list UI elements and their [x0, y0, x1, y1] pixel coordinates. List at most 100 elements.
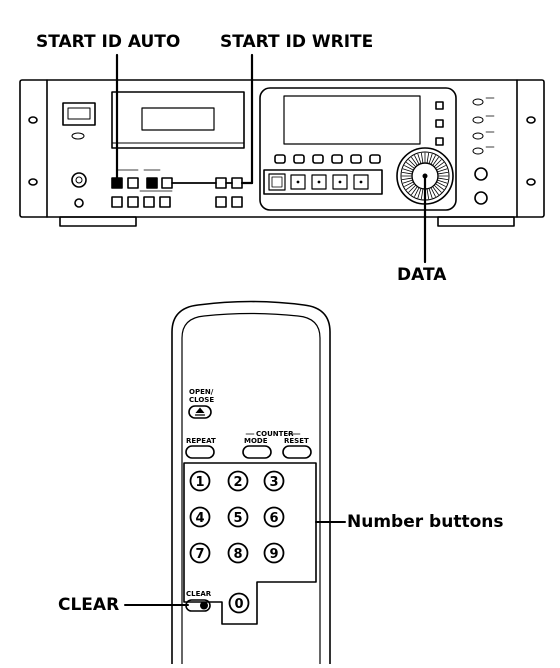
function-button[interactable]	[274, 154, 286, 164]
number-button-9[interactable]: 9	[263, 542, 285, 564]
dial-tick	[437, 181, 446, 187]
dial-tick	[405, 162, 415, 169]
dial-tick	[401, 171, 412, 175]
number-button-6[interactable]: 6	[263, 506, 285, 528]
dial-tick	[432, 156, 439, 166]
side-button[interactable]	[472, 98, 484, 106]
function-button[interactable]	[312, 154, 324, 164]
dial-tick	[408, 185, 416, 193]
start-id-auto-button[interactable]	[111, 177, 123, 189]
dial-tick	[402, 168, 413, 173]
function-button[interactable]	[331, 154, 343, 164]
side-button-column	[472, 97, 495, 205]
transport-button[interactable]	[268, 173, 286, 191]
rack-hole	[28, 116, 38, 124]
clear-button-mark	[200, 601, 208, 610]
dial-tick	[435, 162, 445, 169]
side-knob[interactable]	[474, 167, 488, 181]
transport-button[interactable]	[290, 174, 306, 190]
dial-tick	[411, 186, 418, 196]
deck-button[interactable]	[231, 177, 243, 189]
clear-button-label: CLEAR	[186, 590, 212, 598]
dial-tick	[438, 171, 449, 175]
side-button[interactable]	[472, 147, 484, 155]
indicator-button[interactable]	[435, 101, 444, 110]
dial-tick	[432, 186, 439, 196]
indicator-button[interactable]	[435, 137, 444, 146]
dial-tick	[401, 177, 412, 181]
number-button-7-label: 7	[195, 547, 204, 562]
deck-button[interactable]	[231, 196, 243, 208]
number-button-4[interactable]: 4	[189, 506, 211, 528]
dial-tick	[426, 189, 430, 200]
power-switch-face	[67, 107, 91, 120]
dial-tick	[404, 181, 413, 187]
transport-button[interactable]	[332, 174, 348, 190]
function-button[interactable]	[293, 154, 305, 164]
dial-tick	[430, 155, 436, 164]
start-id-auto-label: START ID AUTO	[36, 32, 181, 52]
number-button-5[interactable]: 5	[227, 506, 249, 528]
number-buttons-group	[183, 462, 317, 625]
number-button-8-label: 8	[233, 547, 242, 562]
dial-tick	[414, 155, 420, 164]
number-button-0[interactable]: 0	[228, 592, 250, 614]
number-button-1[interactable]: 1	[189, 470, 211, 492]
open-close-label-line1: OPEN/	[189, 388, 214, 396]
dial-tick	[428, 153, 433, 164]
deck-button[interactable]	[159, 196, 171, 208]
number-button-2[interactable]: 2	[227, 470, 249, 492]
phones-level-knob[interactable]	[74, 198, 84, 208]
deck-button[interactable]	[215, 177, 227, 189]
cassette-compartment[interactable]	[111, 91, 245, 149]
repeat-label: REPEAT	[186, 437, 216, 445]
cassette-window	[141, 107, 215, 131]
remote-body	[171, 300, 331, 665]
transport-panel	[263, 169, 383, 195]
side-button[interactable]	[472, 116, 484, 124]
clear-label: CLEAR	[58, 595, 120, 615]
power-switch[interactable]	[62, 102, 96, 126]
dial-tick	[417, 188, 422, 199]
dial-tick	[402, 179, 413, 184]
dial-tick	[420, 152, 424, 163]
number-button-5-label: 5	[233, 511, 242, 526]
open-close-button[interactable]	[188, 405, 212, 419]
headphone-jack[interactable]	[71, 172, 87, 188]
side-button[interactable]	[472, 132, 484, 140]
function-button[interactable]	[350, 154, 362, 164]
transport-button[interactable]	[353, 174, 369, 190]
power-indicator-icon	[71, 132, 85, 140]
mode-button[interactable]	[242, 445, 272, 459]
dial-tick	[437, 179, 448, 184]
start-id-write-button[interactable]	[146, 177, 158, 189]
deck-button[interactable]	[161, 177, 173, 189]
number-button-3[interactable]: 3	[263, 470, 285, 492]
number-button-1-label: 1	[195, 475, 204, 490]
deck-button[interactable]	[143, 196, 155, 208]
number-button-8[interactable]: 8	[227, 542, 249, 564]
dial-tick	[434, 159, 442, 167]
deck-button[interactable]	[215, 196, 227, 208]
transport-dot	[338, 180, 342, 184]
display-panel	[259, 87, 457, 211]
data-label: DATA	[397, 265, 447, 285]
transport-button[interactable]	[311, 174, 327, 190]
number-button-7[interactable]: 7	[189, 542, 211, 564]
function-button[interactable]	[369, 154, 381, 164]
dial-tick	[435, 183, 445, 190]
dial-tick	[437, 168, 448, 173]
dial-tick	[438, 177, 449, 181]
indicator-button[interactable]	[435, 119, 444, 128]
number-buttons-label: Number buttons	[347, 512, 504, 532]
reset-button[interactable]	[282, 445, 312, 459]
counter-label: COUNTER	[256, 430, 294, 438]
deck-button[interactable]	[127, 196, 139, 208]
number-button-3-label: 3	[269, 475, 278, 490]
repeat-button[interactable]	[185, 445, 215, 459]
dial-tick	[414, 188, 420, 197]
deck-button[interactable]	[111, 196, 123, 208]
side-knob[interactable]	[474, 191, 488, 205]
deck-button[interactable]	[127, 177, 139, 189]
deck-unit	[19, 79, 545, 227]
